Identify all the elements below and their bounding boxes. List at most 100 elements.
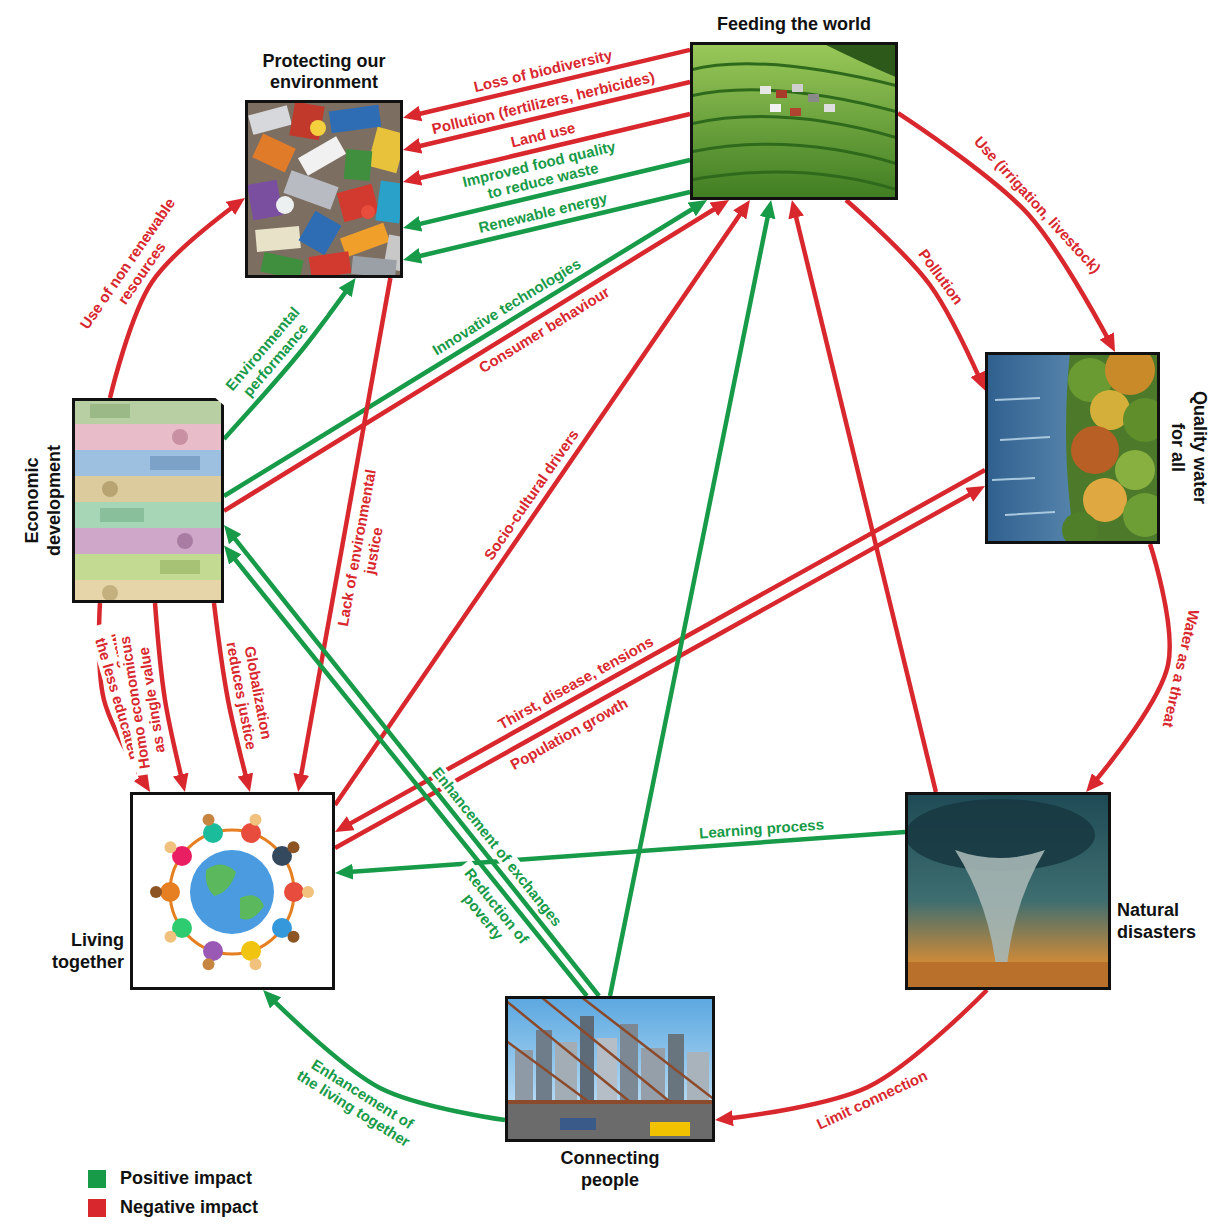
title-block: Quality water for all <box>1166 382 1209 514</box>
illustration-shape <box>1105 352 1155 395</box>
legend-swatch <box>88 1199 106 1217</box>
legend-row: Positive impact <box>88 1164 258 1193</box>
children-globe-picture <box>130 792 335 990</box>
illustration-shape <box>505 996 715 1142</box>
recycling-picture <box>245 100 403 278</box>
illustration-shape <box>284 882 304 902</box>
illustration-shape <box>361 205 375 219</box>
illustration-shape <box>90 404 130 418</box>
impact-arrow <box>224 200 729 511</box>
illustration-shape <box>1115 450 1155 490</box>
illustration-shape <box>375 181 403 224</box>
picture-panel: Feeding the world <box>690 42 898 200</box>
title-block: Living together <box>34 930 124 973</box>
illustration-shape <box>505 1100 715 1104</box>
impact-label: Use (irrigation, livestock) <box>969 130 1107 278</box>
title-block: Feeding the world <box>690 14 898 36</box>
illustration-shape <box>150 456 200 470</box>
impact-label: Socio-cultural drivers <box>479 424 584 566</box>
illustration-shape <box>824 104 835 112</box>
panel-title: Connecting people <box>545 1148 675 1191</box>
illustration-shape <box>100 508 144 522</box>
illustration-shape <box>250 814 262 826</box>
illustration-shape <box>260 252 303 278</box>
panel-title: Living together <box>34 930 124 973</box>
illustration-shape <box>808 94 819 102</box>
picture-panel: Natural disasters <box>905 792 1111 990</box>
illustration-shape <box>351 256 397 278</box>
illustration-shape <box>505 1100 715 1142</box>
illustration-shape <box>690 144 898 164</box>
panel-title: Economic development <box>23 426 66 576</box>
illustration-shape <box>650 1122 690 1136</box>
illustration-shape <box>288 841 300 853</box>
illustration-shape <box>298 136 346 175</box>
title-block: Connecting people <box>545 1148 675 1191</box>
illustration-shape <box>165 931 177 943</box>
legend: Positive impactNegative impact <box>88 1164 258 1222</box>
illustration-shape <box>252 134 296 173</box>
illustration-shape <box>72 554 224 580</box>
picture-panel: Quality water for all <box>985 352 1160 544</box>
illustration-shape <box>241 823 261 843</box>
river-picture <box>985 352 1160 544</box>
connectors <box>99 50 1170 1120</box>
illustration-shape <box>72 580 224 603</box>
impact-label: Consumer behaviour <box>473 282 615 378</box>
illustration-shape <box>288 931 300 943</box>
illustration-shape <box>72 450 224 476</box>
illustration-shape <box>776 90 787 98</box>
illustration-shape <box>302 886 314 898</box>
impact-label: Learning process <box>696 816 828 843</box>
illustration-shape <box>190 850 274 934</box>
impact-arrow <box>224 546 587 996</box>
impact-label: Lack of environmental justice <box>332 459 397 638</box>
panel-title: Natural disasters <box>1117 900 1213 943</box>
impact-label: Water as a threat <box>1159 605 1204 732</box>
illustration-shape <box>310 120 326 136</box>
illustration-shape <box>641 1048 665 1100</box>
illustration-shape <box>72 502 224 528</box>
illustration-shape <box>102 481 118 497</box>
title-block: Protecting our environment <box>245 51 403 94</box>
illustration-shape <box>203 814 215 826</box>
illustration-shape <box>72 476 224 502</box>
illustration-shape <box>203 823 223 843</box>
illustration-shape <box>172 429 188 445</box>
impact-arrow <box>792 200 936 792</box>
illustration-shape <box>560 1118 596 1130</box>
illustration-shape <box>690 117 898 138</box>
illustration-shape <box>992 398 1055 515</box>
illustration-shape <box>905 792 1111 990</box>
impact-arrow <box>846 200 985 390</box>
picture-panel: Protecting our environment <box>245 100 403 278</box>
impact-arrow <box>335 832 905 873</box>
impact-label: Environmental performance <box>212 291 327 417</box>
impact-label: Limit connection <box>812 1066 934 1135</box>
picture-panel: Economic development <box>72 398 224 603</box>
illustration-shape <box>165 841 177 853</box>
illustration-shape <box>505 996 715 1110</box>
illustration-shape <box>1123 493 1160 537</box>
illustration-shape <box>690 64 898 86</box>
illustration-shape <box>241 941 261 961</box>
illustration-shape <box>72 528 224 554</box>
illustration-shape <box>367 127 403 173</box>
illustration-shape <box>905 962 1111 990</box>
illustration-shape <box>580 1016 594 1100</box>
illustration-shape <box>102 585 118 601</box>
illustration-shape <box>170 830 294 954</box>
illustration-shape <box>1062 512 1098 544</box>
illustration-shape <box>1123 398 1160 442</box>
illustration-shape <box>206 864 236 896</box>
illustration-shape <box>150 886 162 898</box>
illustration-shape <box>72 398 224 424</box>
illustration-shape <box>760 86 771 94</box>
illustration-shape <box>690 42 898 200</box>
illustration-shape <box>248 105 292 135</box>
illustration-shape <box>770 104 781 112</box>
